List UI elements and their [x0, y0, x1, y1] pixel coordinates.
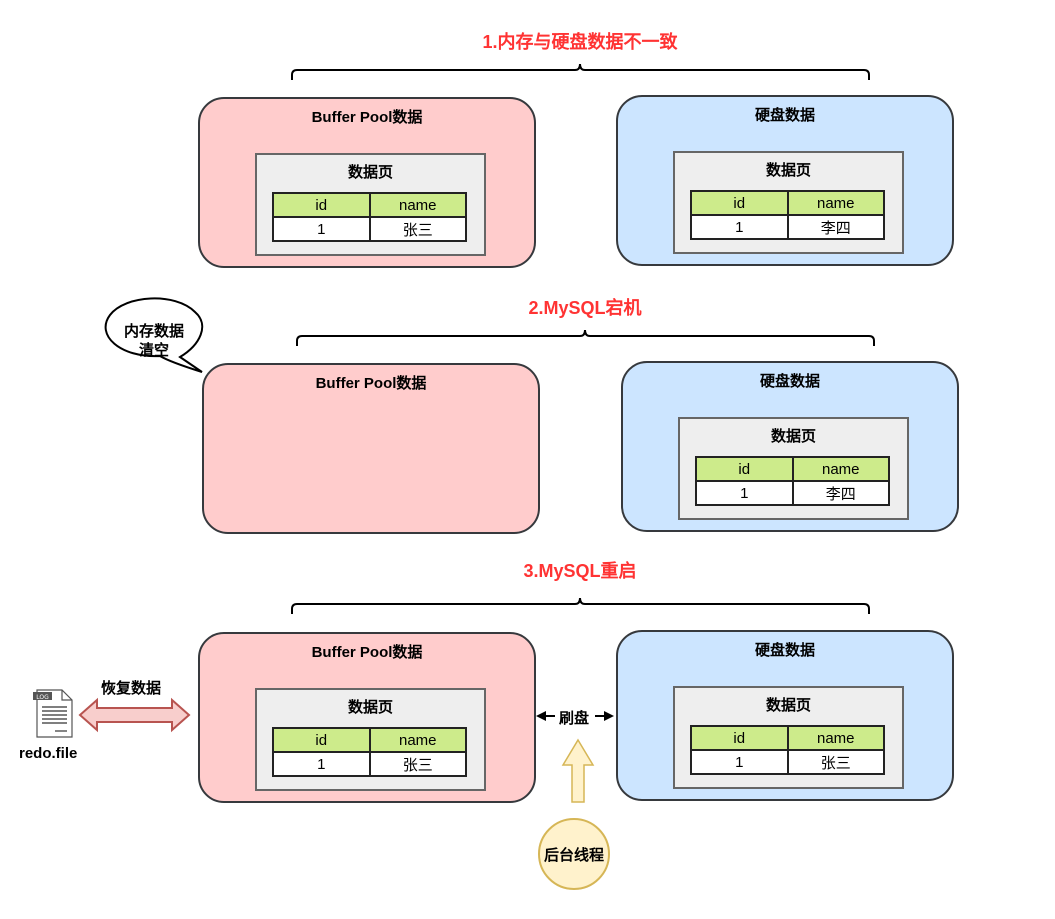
cell-name: 张三 [368, 216, 467, 242]
cell-id: 1 [690, 749, 789, 775]
background-thread-node: 后台线程 [538, 818, 610, 890]
data-page-title: 数据页 [770, 428, 816, 445]
column-header-name: name [786, 190, 885, 216]
column-header-name: name [791, 456, 890, 482]
column-header-id: id [690, 725, 789, 751]
data-table: id name 1 张三 [272, 192, 467, 242]
cell-name: 张三 [368, 751, 467, 777]
column-header-id: id [272, 192, 371, 218]
data-page-title: 数据页 [765, 162, 811, 179]
cell-name: 张三 [786, 749, 885, 775]
background-thread-up-arrow [561, 738, 595, 803]
table-row: 1 李四 [690, 214, 885, 240]
table-row: 1 张三 [690, 749, 885, 775]
data-page: 数据页 id name 1 李四 [678, 417, 909, 520]
table-row: 1 张三 [272, 751, 467, 777]
background-thread-label: 后台线程 [543, 846, 604, 864]
table-row: 1 张三 [272, 216, 467, 242]
data-page-title: 数据页 [347, 699, 393, 716]
buffer-pool-title: Buffer Pool数据 [311, 644, 423, 661]
recover-double-arrow [78, 697, 191, 733]
buffer-pool-title: Buffer Pool数据 [311, 109, 423, 126]
buffer-pool-container-step-1: Buffer Pool数据 数据页 id name 1 张三 [198, 97, 536, 268]
brace-step-1 [291, 63, 870, 80]
data-table: id name 1 李四 [695, 456, 890, 506]
brace-step-3 [291, 597, 870, 614]
step-3-title: 3.MySQL重启 [523, 561, 637, 581]
data-page: 数据页 id name 1 张三 [673, 686, 904, 789]
data-table: id name 1 张三 [272, 727, 467, 777]
redo-file-label: redo.file [19, 745, 78, 762]
column-header-id: id [272, 727, 371, 753]
buffer-pool-container-step-2: Buffer Pool数据 [202, 363, 540, 534]
data-page-title: 数据页 [765, 697, 811, 714]
step-1-title: 1.内存与硬盘数据不一致 [482, 32, 678, 52]
data-page: 数据页 id name 1 张三 [255, 153, 486, 256]
data-page: 数据页 id name 1 李四 [673, 151, 904, 254]
disk-title: 硬盘数据 [754, 642, 815, 659]
step-2-title: 2.MySQL宕机 [528, 298, 642, 318]
cell-name: 李四 [791, 480, 890, 506]
column-header-id: id [690, 190, 789, 216]
disk-container-step-1: 硬盘数据 数据页 id name 1 李四 [616, 95, 954, 266]
column-header-name: name [368, 727, 467, 753]
table-header-row: id name [690, 725, 885, 751]
disk-container-step-2: 硬盘数据 数据页 id name 1 李四 [621, 361, 959, 532]
cell-id: 1 [690, 214, 789, 240]
column-header-id: id [695, 456, 794, 482]
cell-id: 1 [272, 216, 371, 242]
cell-id: 1 [695, 480, 794, 506]
disk-title: 硬盘数据 [759, 373, 820, 390]
recover-label: 恢复数据 [101, 680, 162, 697]
table-row: 1 李四 [695, 480, 890, 506]
cell-name: 李四 [786, 214, 885, 240]
flush-label: 刷盘 [559, 707, 590, 728]
log-file-icon: LOG [33, 689, 73, 738]
buffer-pool-title: Buffer Pool数据 [315, 375, 427, 392]
data-page: 数据页 id name 1 张三 [255, 688, 486, 791]
column-header-name: name [786, 725, 885, 751]
table-header-row: id name [695, 456, 890, 482]
column-header-name: name [368, 192, 467, 218]
disk-container-step-3: 硬盘数据 数据页 id name 1 张三 [616, 630, 954, 801]
data-table: id name 1 李四 [690, 190, 885, 240]
table-header-row: id name [690, 190, 885, 216]
callout-line-2: 清空 [138, 342, 169, 359]
callout-text: 内存数据 清空 [114, 322, 194, 360]
data-page-title: 数据页 [347, 164, 393, 181]
callout-line-1: 内存数据 [123, 323, 184, 340]
cell-id: 1 [272, 751, 371, 777]
table-header-row: id name [272, 727, 467, 753]
buffer-pool-container-step-3: Buffer Pool数据 数据页 id name 1 张三 [198, 632, 536, 803]
callout-bubble-shape [104, 297, 204, 373]
disk-title: 硬盘数据 [754, 107, 815, 124]
table-header-row: id name [272, 192, 467, 218]
svg-text:LOG: LOG [36, 694, 49, 701]
brace-step-2 [296, 329, 875, 346]
data-table: id name 1 张三 [690, 725, 885, 775]
